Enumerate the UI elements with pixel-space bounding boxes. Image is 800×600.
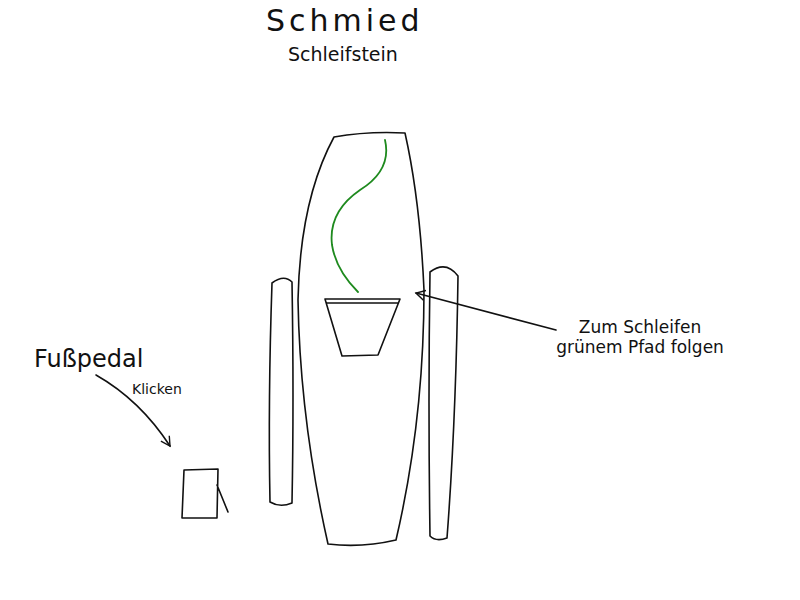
click-hint: Klicken [132,381,182,397]
green-path [332,140,387,292]
grindstone-body [298,133,424,546]
pedal-label: Fußpedal [34,346,143,374]
title: Schmied [266,4,424,39]
right-rail [429,267,458,540]
foot-pedal [182,469,228,518]
left-rail [269,278,293,505]
cup [325,299,400,356]
leader-line [416,293,556,330]
subtitle: Schleifstein [288,44,398,66]
grind-hint: Zum Schleifen grünem Pfad folgen [545,318,735,357]
